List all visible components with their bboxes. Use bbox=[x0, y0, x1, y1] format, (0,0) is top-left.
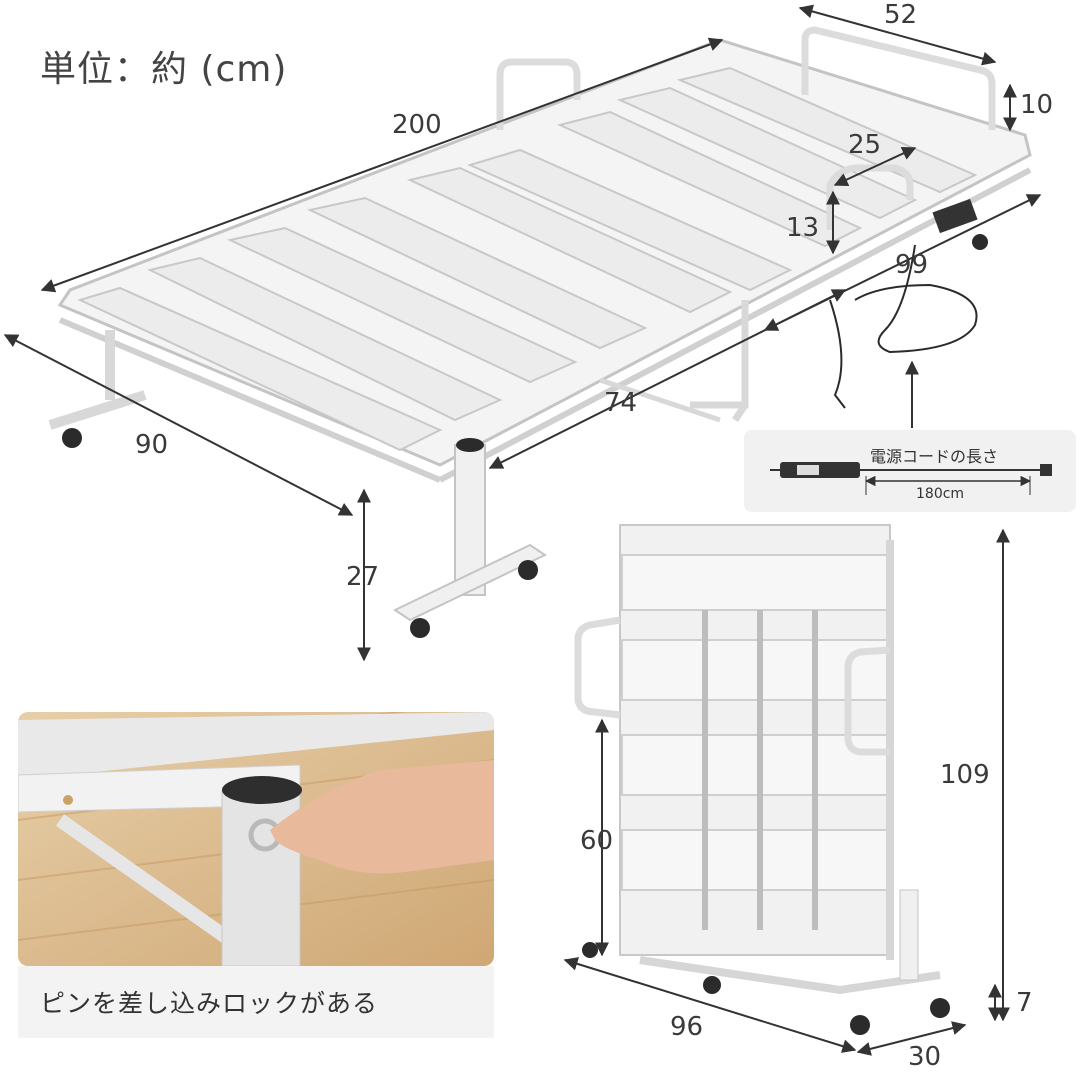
cord-title: 電源コードの長さ bbox=[870, 447, 999, 466]
unit-label: 単位：約 (cm) bbox=[40, 49, 288, 90]
bed-folded bbox=[574, 524, 950, 1035]
dimension-arrows bbox=[3, 4, 1042, 662]
dimension-caster-height: 7 bbox=[1016, 988, 1033, 1018]
pin-caption: ピンを差し込みロックがある bbox=[40, 989, 379, 1018]
cord-length: 180cm bbox=[916, 486, 965, 502]
dimension-guard-width: 25 bbox=[848, 130, 882, 160]
dimension-guard-height: 10 bbox=[1020, 90, 1054, 120]
dimension-width-head: 52 bbox=[884, 0, 918, 30]
pin-lock-photo bbox=[18, 712, 494, 1038]
dimension-bed-height: 27 bbox=[346, 562, 380, 592]
dimension-folded-height: 109 bbox=[940, 760, 990, 790]
dimension-folded-depth: 30 bbox=[908, 1042, 942, 1072]
dimension-length: 200 bbox=[392, 110, 442, 140]
dimension-leg-span: 74 bbox=[604, 388, 638, 418]
cord-diagram bbox=[744, 430, 1076, 512]
dimension-folded-guard-height: 60 bbox=[580, 826, 614, 856]
dimension-width-diag: 99 bbox=[895, 250, 929, 280]
dimension-folded-width: 96 bbox=[670, 1012, 704, 1042]
dimension-frame-depth: 13 bbox=[786, 213, 820, 243]
folded-dimension-arrows bbox=[563, 528, 1010, 1056]
dimension-width: 90 bbox=[135, 430, 169, 460]
